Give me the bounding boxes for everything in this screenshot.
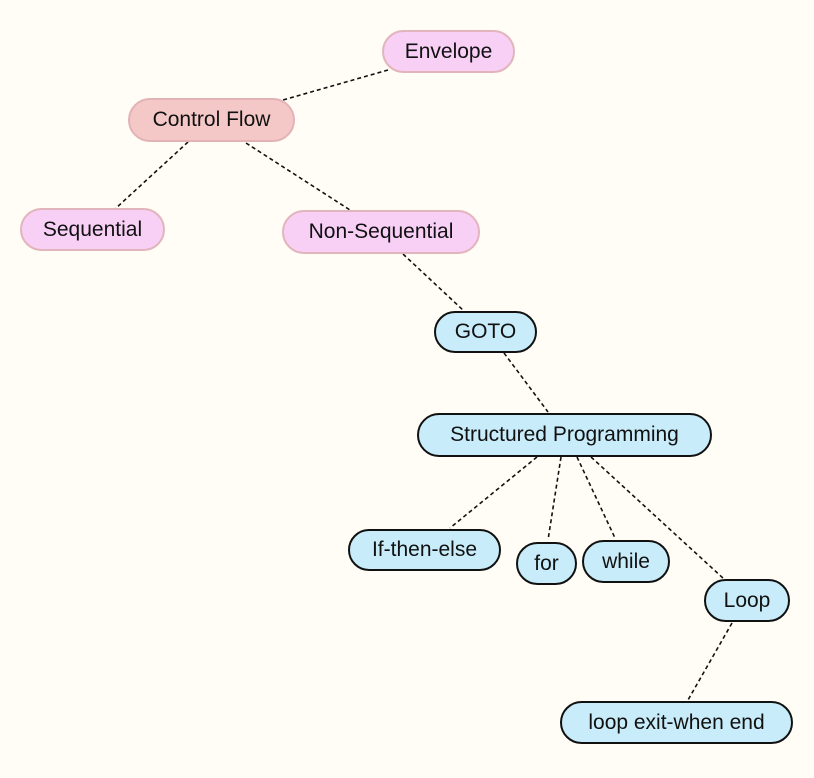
- node-control-flow[interactable]: Control Flow: [128, 98, 295, 142]
- edge-structured-loop: [590, 456, 725, 580]
- edge-goto-structured-programming: [503, 352, 549, 413]
- node-while-label: while: [602, 549, 650, 573]
- node-non-sequential[interactable]: Non-Sequential: [282, 210, 480, 254]
- node-goto[interactable]: GOTO: [434, 311, 537, 353]
- node-sequential-label: Sequential: [42, 217, 143, 241]
- node-for[interactable]: for: [516, 542, 577, 585]
- node-structured-programming-label: Structured Programming: [450, 423, 679, 446]
- edge-structured-while: [576, 456, 616, 539]
- node-for-label: for: [534, 551, 559, 575]
- node-if-then-else[interactable]: If-then-else: [348, 529, 501, 571]
- node-envelope-label: Envelope: [404, 39, 493, 63]
- node-non-sequential-label: Non-Sequential: [308, 220, 454, 243]
- node-loop[interactable]: Loop: [704, 579, 790, 622]
- node-while[interactable]: while: [582, 540, 670, 583]
- node-sequential[interactable]: Sequential: [20, 208, 165, 251]
- edge-structured-if-then-else: [449, 456, 538, 529]
- edge-envelope-control-flow: [282, 69, 389, 101]
- edge-control-flow-sequential: [114, 141, 189, 210]
- node-loop-exit-when-end-label: loop exit-when end: [588, 710, 765, 734]
- edge-structured-for: [547, 456, 562, 541]
- node-envelope[interactable]: Envelope: [382, 30, 515, 73]
- edge-control-flow-non-sequential: [245, 142, 351, 211]
- node-goto-label: GOTO: [454, 320, 517, 343]
- node-loop-label: Loop: [723, 588, 771, 612]
- node-structured-programming[interactable]: Structured Programming: [417, 413, 712, 457]
- node-if-then-else-label: If-then-else: [371, 538, 478, 561]
- edge-non-sequential-goto: [402, 253, 465, 312]
- edge-loop-loop-exit: [687, 622, 733, 701]
- node-loop-exit-when-end[interactable]: loop exit-when end: [560, 701, 793, 744]
- node-control-flow-label: Control Flow: [152, 108, 271, 131]
